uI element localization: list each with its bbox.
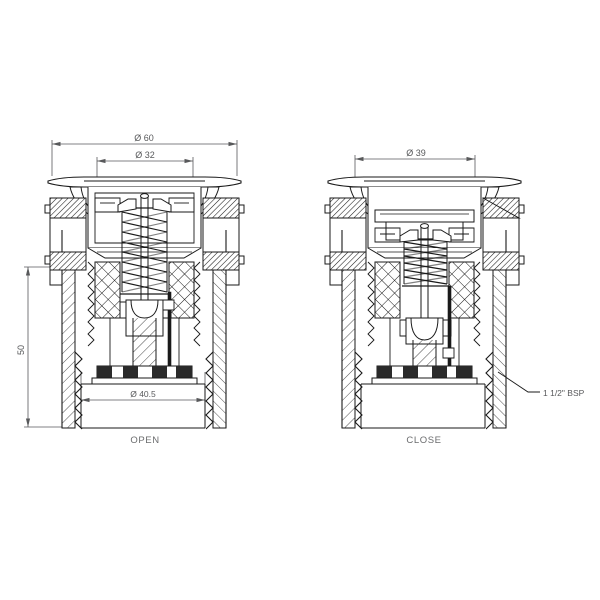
right-view-close: Ø 39 <box>324 148 585 446</box>
left-view-open: Ø 60 Ø 32 50 Ø 40.5 <box>16 133 245 446</box>
dim-diameter-60 <box>51 140 238 176</box>
valve-body-close <box>324 176 525 430</box>
dim-label-diameter-32: Ø 32 <box>135 150 155 160</box>
callout-leader-bsp <box>497 371 540 393</box>
dim-label-diameter-60: Ø 60 <box>134 133 154 143</box>
state-label-close: CLOSE <box>406 435 441 446</box>
valve-body-open <box>44 176 245 430</box>
dim-label-diameter-39: Ø 39 <box>406 148 426 158</box>
callout-label-bsp: 1 1/2" BSP <box>543 388 585 398</box>
dim-label-height-50: 50 <box>16 345 26 355</box>
dim-label-diameter-405: Ø 40.5 <box>130 389 156 399</box>
state-label-open: OPEN <box>130 435 159 446</box>
valve-spring-close <box>400 238 451 287</box>
